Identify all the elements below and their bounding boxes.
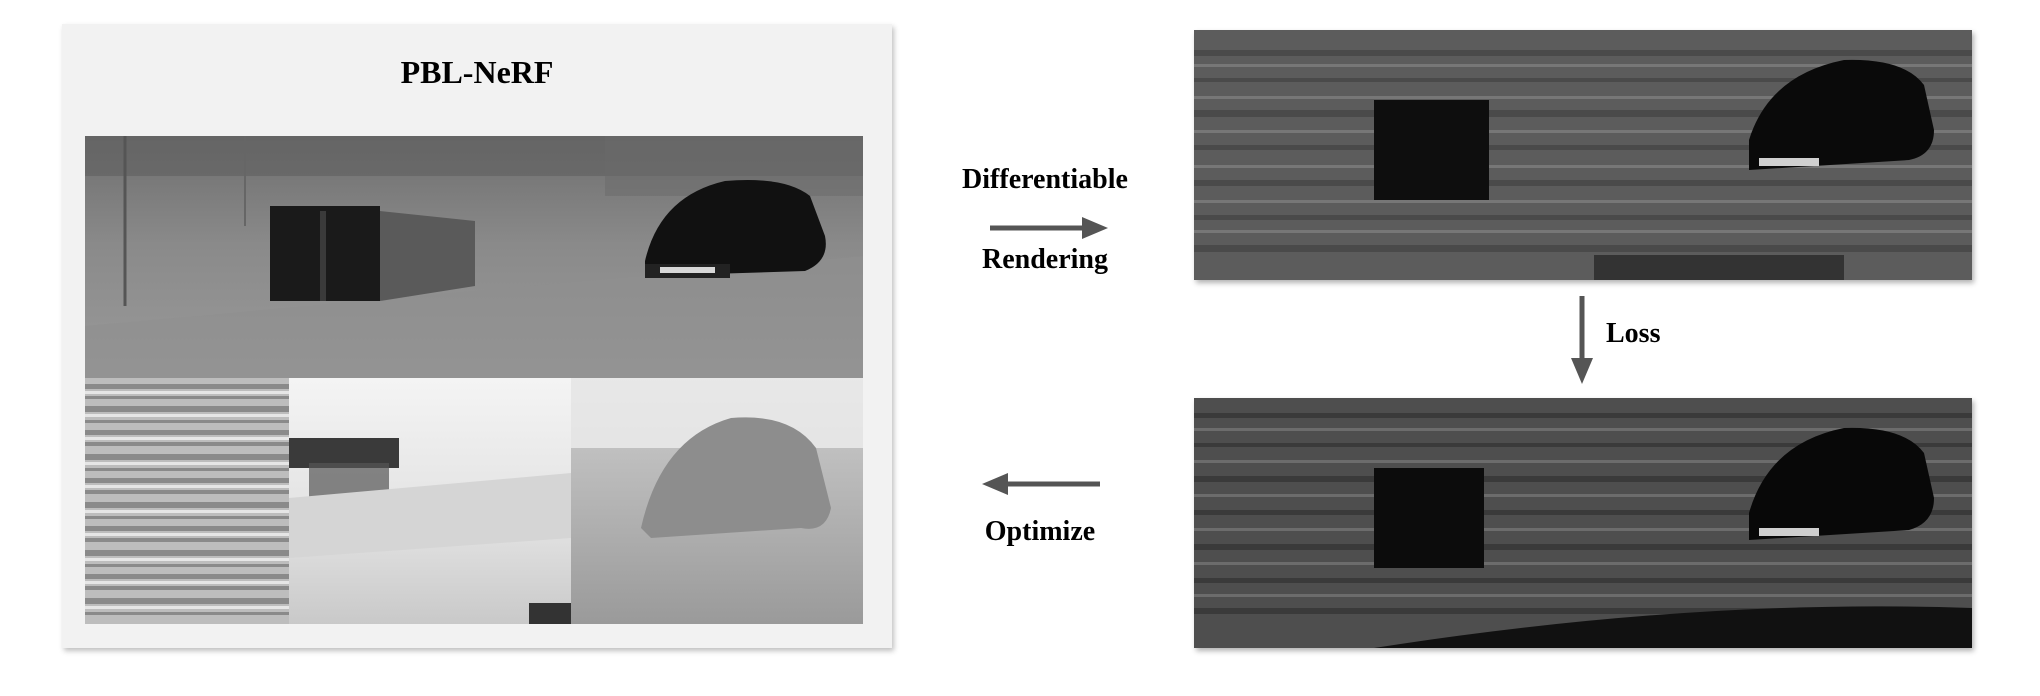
- rendered-output-image: [1194, 30, 1972, 280]
- emissivity-image: [289, 378, 571, 624]
- rendering-arrow-icon: [990, 217, 1108, 239]
- depth-image: [571, 378, 863, 624]
- rendering-label: Rendering: [982, 244, 1108, 275]
- optimized-output-image: [1194, 398, 1972, 648]
- rendered-thermal-image: [85, 136, 863, 378]
- optimize-label: Optimize: [984, 516, 1096, 547]
- differentiable-label: Differentiable: [962, 164, 1128, 195]
- optimize-arrow-icon: [982, 473, 1100, 495]
- panel-title: PBL-NeRF: [400, 54, 554, 90]
- loss-arrow-icon: [1571, 296, 1593, 384]
- loss-label: Loss: [1606, 318, 1661, 349]
- striped-material-image: [85, 378, 289, 624]
